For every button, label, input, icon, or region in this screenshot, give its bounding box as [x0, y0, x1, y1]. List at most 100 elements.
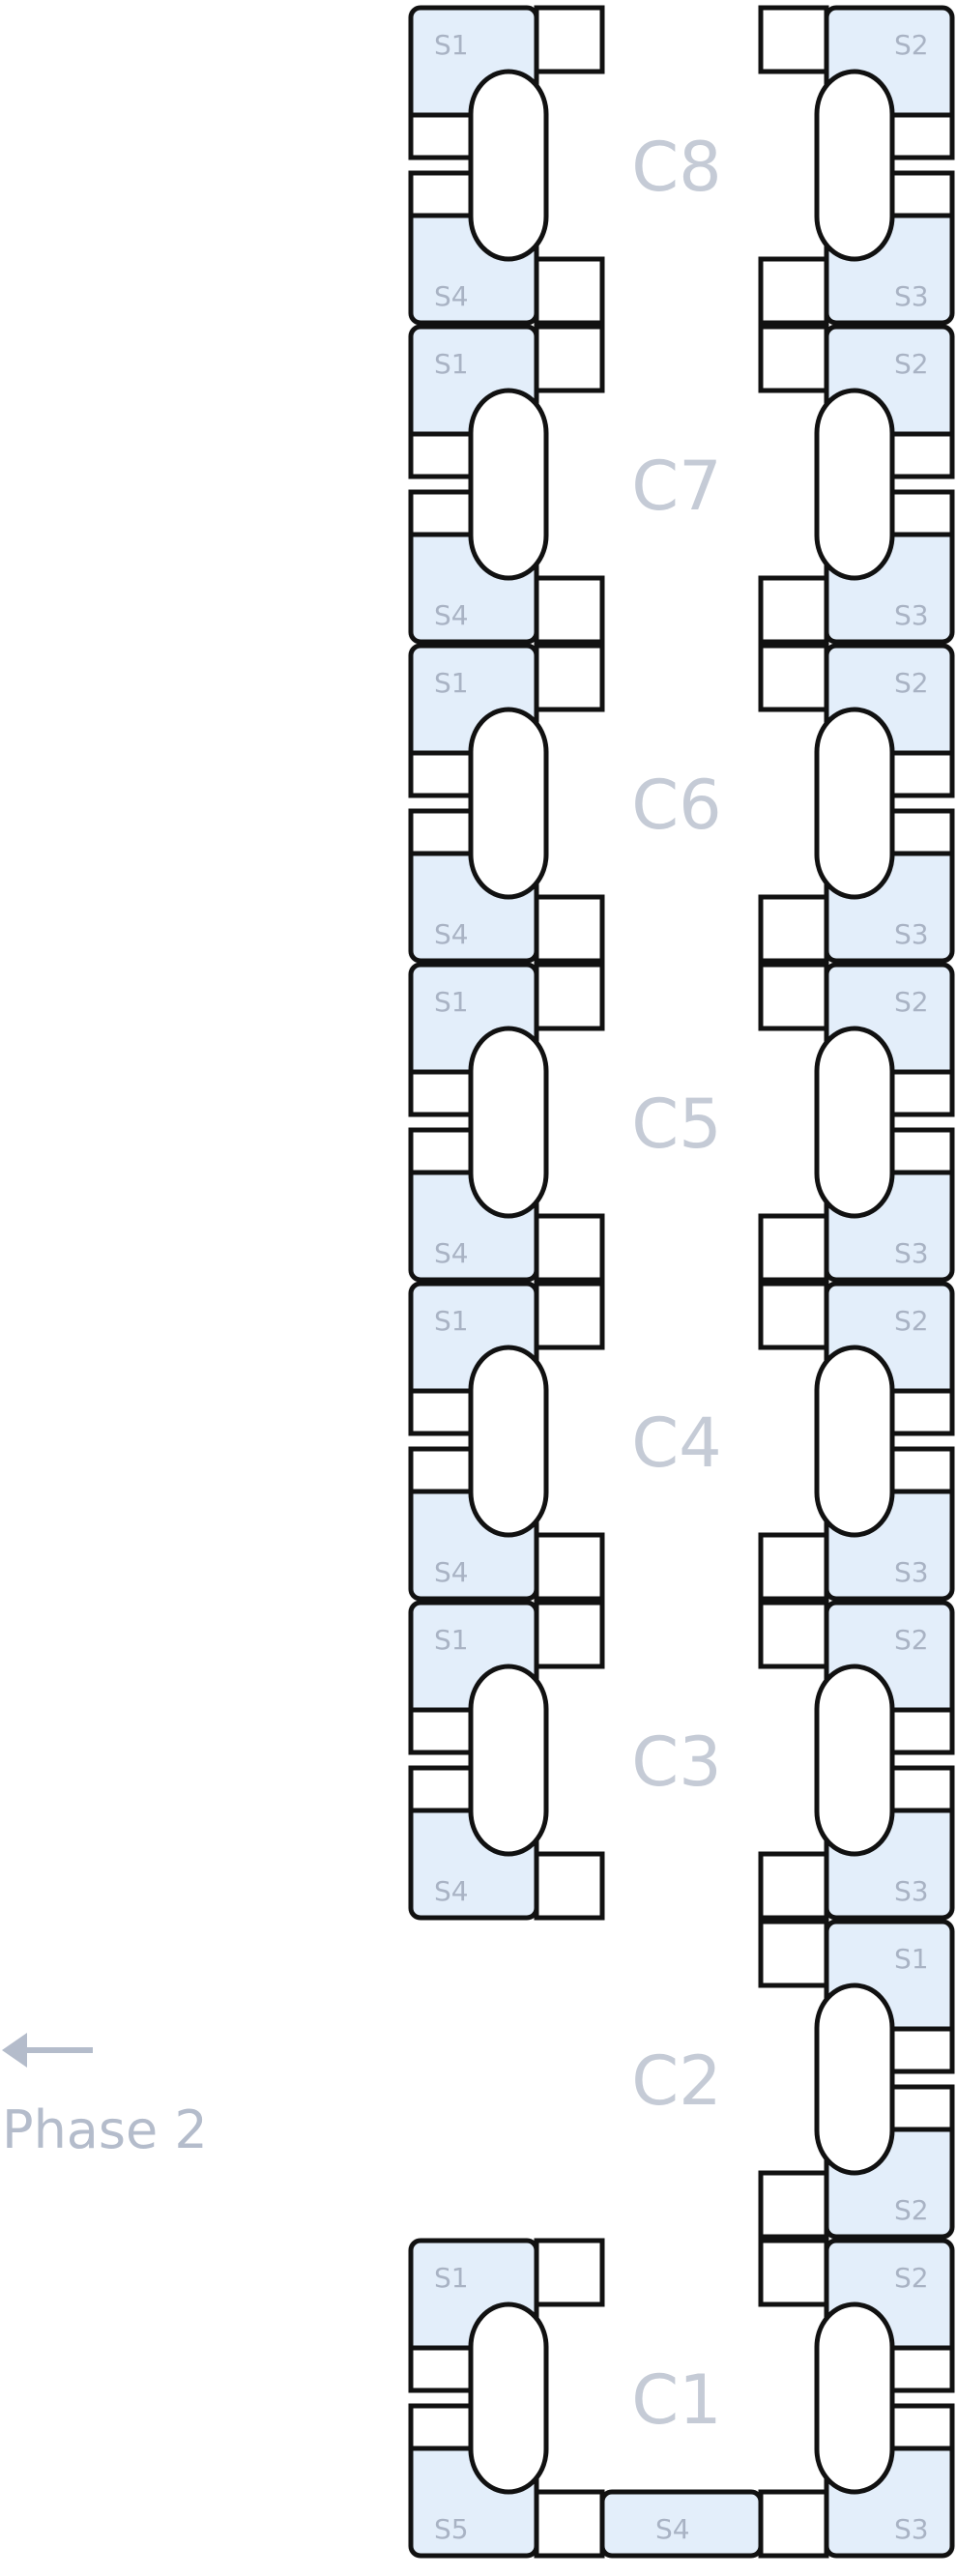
terminal-box [758, 1919, 829, 1988]
connector-box [889, 112, 955, 160]
terminal-box [758, 2238, 829, 2307]
terminal-box [758, 1532, 829, 1602]
terminal-box [534, 962, 605, 1031]
connector-box [889, 1127, 955, 1175]
terminal-box [758, 1600, 829, 1669]
cell-cavity-wall [814, 1345, 895, 1538]
connector-box [889, 2026, 955, 2074]
slot-label: S1 [434, 1305, 469, 1337]
terminal-box [758, 1851, 829, 1921]
slot-label: S2 [894, 986, 929, 1018]
connector-box [408, 750, 474, 798]
connector-box [889, 170, 955, 218]
connector-box [408, 808, 474, 856]
cell-label: C5 [631, 1085, 721, 1164]
connector-box [889, 808, 955, 856]
terminal-box [758, 643, 829, 712]
slot-label: S2 [894, 2194, 929, 2226]
slot-label: S4 [655, 2513, 690, 2545]
connector-box [408, 2345, 474, 2393]
connector-box [408, 170, 474, 218]
connector-box [889, 431, 955, 479]
terminal-box [534, 1851, 605, 1921]
slot-label: S4 [434, 1875, 469, 1907]
connector-box [408, 2403, 474, 2451]
cell-label: C4 [631, 1404, 721, 1483]
terminal-box [534, 1600, 605, 1669]
connector-box [889, 1388, 955, 1436]
slot-label: S4 [434, 1237, 469, 1269]
connector-box [889, 2345, 955, 2393]
cell-cavity-wall [468, 69, 549, 262]
slot-label: S1 [434, 986, 469, 1018]
terminal-box [534, 894, 605, 964]
slot-label: S4 [434, 1556, 469, 1588]
slot-label: S3 [894, 1237, 929, 1269]
cell-label: C2 [631, 2041, 721, 2121]
connector-box [889, 750, 955, 798]
terminal-box [534, 1532, 605, 1602]
slot-label: S1 [894, 1943, 929, 1975]
terminal-box [758, 5, 829, 74]
slot-label: S2 [894, 667, 929, 699]
cell-cavity-wall [468, 707, 549, 900]
terminal-box [534, 324, 605, 393]
cell-label: C7 [631, 447, 721, 526]
cell-cavity-wall [814, 707, 895, 900]
slot-label: S2 [894, 29, 929, 61]
cell-cavity-wall [468, 388, 549, 581]
connector-box [408, 1388, 474, 1436]
slot-label: S3 [894, 1875, 929, 1907]
cell-stack: S1S4S2S3C8S1S4S2S3C7S1S4S2S3C6S1S4S2S3C5… [408, 5, 955, 2559]
terminal-box [534, 1281, 605, 1350]
connector-box [408, 1069, 474, 1117]
phase-label: Phase 2 [2, 2099, 208, 2160]
connector-box [889, 489, 955, 537]
terminal-box [758, 324, 829, 393]
connector-box [889, 1765, 955, 1813]
terminal-box [758, 1213, 829, 1283]
slot-label: S3 [894, 1556, 929, 1588]
terminal-box [758, 256, 829, 326]
slot-label: S1 [434, 667, 469, 699]
terminal-box [534, 5, 605, 74]
slot-label: S1 [434, 348, 469, 380]
slot-label: S4 [434, 918, 469, 950]
connector-box [889, 2084, 955, 2132]
connector-box [889, 1069, 955, 1117]
terminal-box [534, 256, 605, 326]
cell-cavity-wall [814, 388, 895, 581]
terminal-box [758, 962, 829, 1031]
terminal-box [758, 2489, 829, 2559]
terminal-box [534, 1213, 605, 1283]
slot-label: S3 [894, 599, 929, 631]
connector-box [889, 2403, 955, 2451]
slot-label: S3 [894, 918, 929, 950]
connector-box [408, 489, 474, 537]
cell-cavity-wall [814, 1026, 895, 1219]
slot-label: S5 [434, 2513, 469, 2545]
terminal-box [758, 575, 829, 645]
slot-label: S3 [894, 2513, 929, 2545]
cell-label: C6 [631, 766, 721, 845]
slot-label: S2 [894, 1624, 929, 1656]
slot-label: S4 [434, 280, 469, 312]
cell-label: C3 [631, 1722, 721, 1802]
connector-box [408, 112, 474, 160]
slot-label: S4 [434, 599, 469, 631]
